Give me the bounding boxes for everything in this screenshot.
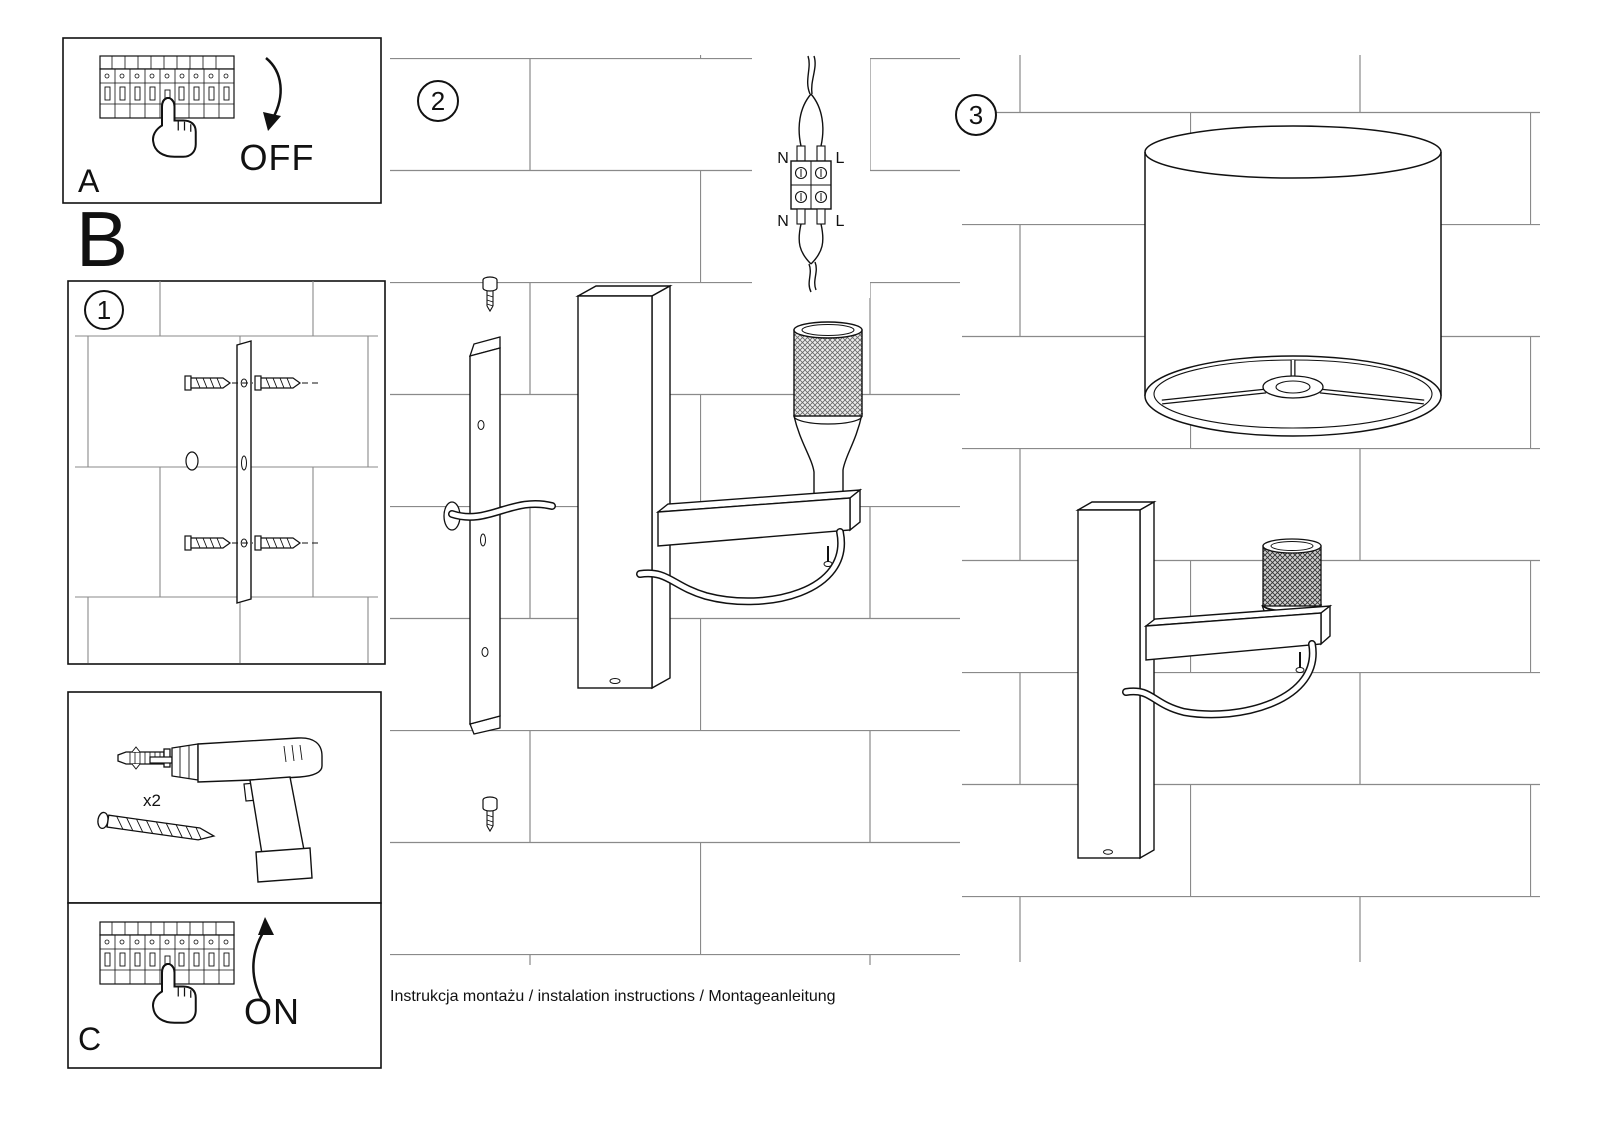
- assembled-lamp: [1075, 500, 1333, 860]
- off-arrow-icon: [265, 57, 282, 119]
- wire-icon: [798, 223, 824, 265]
- step-1-panel: 1: [67, 280, 386, 665]
- lamp-cord-fill: [637, 529, 844, 604]
- on-arrowhead-icon: [258, 917, 274, 935]
- bracket-slot: [241, 455, 247, 471]
- step-1-badge: [84, 290, 124, 330]
- shade-spider: [1161, 360, 1425, 405]
- bracket-hole: [481, 647, 489, 657]
- long-screw-icon: [97, 811, 216, 841]
- socket-thread: [793, 329, 863, 417]
- wire-ferrule: [796, 208, 806, 225]
- wire-ferrule: [816, 208, 826, 225]
- section-b-label: B: [76, 195, 128, 283]
- on-label: ON: [244, 991, 300, 1032]
- bracket-slot: [480, 533, 486, 547]
- neutral-label-top: N: [777, 150, 789, 167]
- step-3-badge: [955, 94, 997, 136]
- lamp-socket: [793, 321, 863, 503]
- step-3-number: 3: [969, 100, 983, 130]
- bracket-hole: [477, 420, 485, 430]
- lamp-arm: [655, 488, 863, 547]
- socket-thread: [1262, 545, 1322, 607]
- wire-icon: [808, 261, 817, 293]
- wall-bracket: [443, 336, 556, 735]
- drill-icon: [149, 737, 323, 883]
- arm-screw-head: [1295, 667, 1305, 673]
- live-label-top: L: [836, 150, 845, 167]
- footer-caption: Instrukcja montażu / instalation instruc…: [390, 988, 836, 1005]
- off-label: OFF: [240, 137, 315, 178]
- wall-hole: [185, 451, 199, 471]
- power-cord-fill: [449, 501, 555, 520]
- lamp-cord-fill: [1123, 641, 1316, 717]
- mounting-bracket-icon: [236, 340, 252, 604]
- step-1-number: 1: [97, 295, 111, 325]
- lampshade: [1144, 125, 1442, 437]
- step-2-number: 2: [431, 86, 445, 116]
- screw-slots: [800, 169, 822, 201]
- shade-top: [1144, 125, 1442, 179]
- lamp-body: [1075, 500, 1157, 860]
- lamp-arm: [1143, 604, 1333, 661]
- tools-frame: [67, 691, 382, 904]
- panel-c-label: C: [78, 1021, 101, 1057]
- panel-a: OFF A: [62, 37, 382, 204]
- body-hole: [609, 678, 621, 684]
- step-3-illustration: 3: [955, 94, 1442, 860]
- wire-ferrule: [816, 145, 826, 162]
- tools-panel: x2: [67, 691, 382, 904]
- screw-icon: [184, 375, 231, 391]
- panel-a-label: A: [78, 163, 100, 199]
- off-arrowhead-icon: [263, 112, 281, 131]
- screw-icon: [254, 535, 301, 551]
- step-2-badge: [417, 80, 459, 122]
- step-1-frame: [67, 280, 386, 665]
- terminal-divider: [791, 161, 831, 209]
- screw-icon: [184, 535, 231, 551]
- body-hole: [1103, 849, 1113, 855]
- wire-icon: [798, 93, 824, 147]
- anchor-count-label: x2: [143, 791, 161, 810]
- wire-icon: [807, 55, 816, 95]
- live-label-bottom: L: [836, 213, 845, 230]
- wall-joint-lines: [75, 281, 378, 663]
- wire-ferrule: [796, 145, 806, 162]
- lamp-body: [575, 284, 673, 690]
- step-2-illustration: 2 N L N L: [417, 48, 870, 832]
- wiring-diagram: N L N L: [752, 48, 870, 298]
- screw-icon: [254, 375, 301, 391]
- panel-c: ON C: [67, 902, 382, 1069]
- neutral-label-bottom: N: [777, 213, 789, 230]
